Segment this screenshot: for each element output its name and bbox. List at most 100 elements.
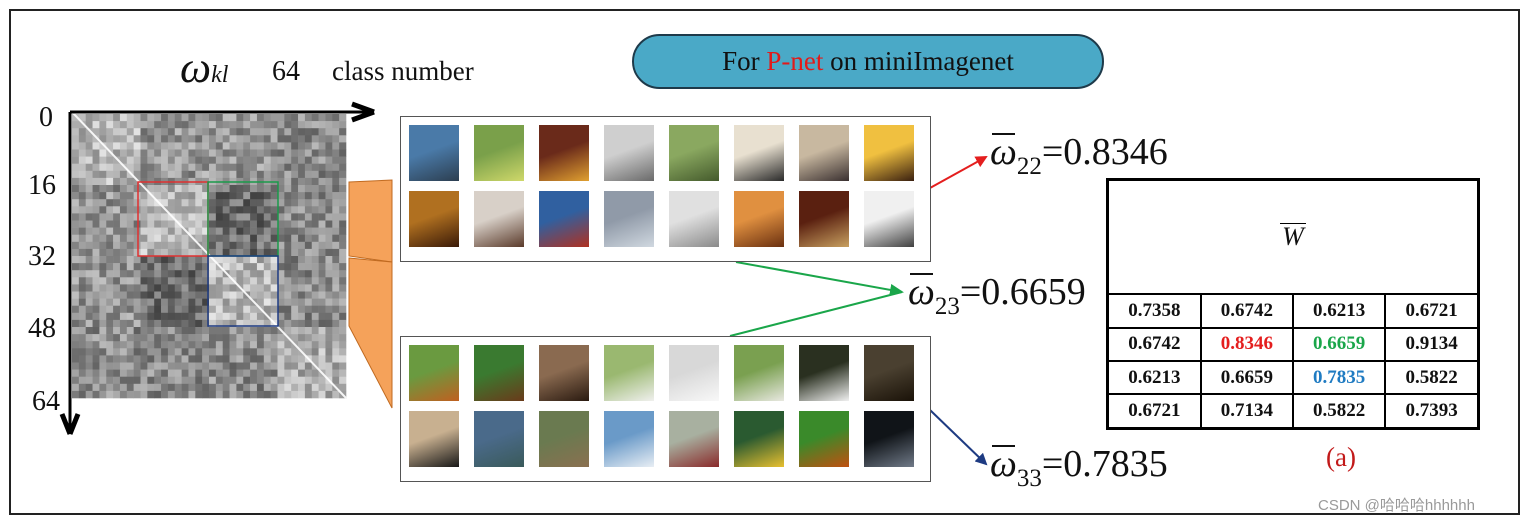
heatmap-cell xyxy=(195,170,203,179)
table-cell-1-1: 0.8346 xyxy=(1199,326,1294,363)
heatmap-cell xyxy=(325,199,333,207)
heatmap-cell xyxy=(229,227,237,235)
heatmap-cell xyxy=(119,142,128,150)
heatmap-cell xyxy=(92,312,100,321)
heatmap-cell xyxy=(229,248,237,257)
heatmap-cell xyxy=(106,284,114,292)
heatmap-cell xyxy=(106,199,114,207)
heatmap-cell xyxy=(250,206,258,214)
value-23: =0.6659 xyxy=(959,271,1086,313)
heatmap-cell xyxy=(284,156,292,164)
heatmap-cell xyxy=(195,277,203,285)
heatmap-cell xyxy=(325,234,333,243)
heatmap-cell xyxy=(243,185,251,193)
heatmap-cell xyxy=(113,298,121,306)
heatmap-cell xyxy=(92,149,100,157)
heatmap-cell xyxy=(140,298,148,306)
heatmap-cell xyxy=(78,199,86,207)
heatmap-cell xyxy=(113,241,121,250)
heatmap-cell xyxy=(161,114,169,122)
heatmap-cell xyxy=(113,390,121,399)
heatmap-cell xyxy=(277,383,285,392)
heatmap-cell xyxy=(154,362,162,370)
heatmap-cell xyxy=(106,319,114,328)
heatmap-cell xyxy=(126,234,134,243)
heatmap-cell xyxy=(167,298,176,306)
heatmap-cell xyxy=(85,213,93,221)
table-cell-0-2: 0.6213 xyxy=(1291,293,1387,329)
heatmap-cell xyxy=(154,185,162,193)
heatmap-cell xyxy=(140,114,148,122)
heatmap-cell xyxy=(119,206,128,214)
thumbnail-dog-8 xyxy=(864,345,914,401)
heatmap-cell xyxy=(92,334,100,342)
heatmap-cell xyxy=(195,121,203,129)
heatmap-cell xyxy=(119,149,128,157)
heatmap-cell xyxy=(181,369,189,377)
heatmap-cell xyxy=(284,277,292,285)
heatmap-cell xyxy=(229,234,237,243)
heatmap-cell xyxy=(119,128,128,136)
index-23: 23 xyxy=(934,293,960,320)
heatmap-cell xyxy=(181,390,189,399)
heatmap-cell xyxy=(263,220,271,228)
heatmap-cell xyxy=(209,128,217,136)
heatmap-cell xyxy=(85,277,93,285)
heatmap-cell xyxy=(236,334,244,342)
heatmap-cell xyxy=(92,170,100,179)
heatmap-cell xyxy=(140,192,148,200)
heatmap-cell xyxy=(236,348,244,356)
heatmap-cell xyxy=(92,241,100,250)
heatmap-cell xyxy=(202,192,210,200)
heatmap-cell xyxy=(209,199,217,207)
heatmap-cell xyxy=(311,284,319,292)
heatmap-cell xyxy=(78,135,86,143)
heatmap-cell xyxy=(113,121,121,129)
heatmap-cell xyxy=(140,355,148,363)
heatmap-cell xyxy=(250,199,258,207)
heatmap-cell xyxy=(270,376,278,385)
heatmap-cell xyxy=(263,369,271,377)
heatmap-cell xyxy=(250,263,258,271)
heatmap-cell xyxy=(202,284,210,292)
heatmap-cell xyxy=(161,156,169,164)
heatmap-cell xyxy=(263,291,271,299)
heatmap-cell xyxy=(140,341,148,349)
heatmap-cell xyxy=(318,334,326,342)
heatmap-cell xyxy=(243,256,251,264)
heatmap-cell xyxy=(174,206,182,214)
heatmap-cell xyxy=(181,241,189,250)
heatmap-cell xyxy=(304,291,313,299)
heatmap-cell xyxy=(195,149,203,157)
heatmap-cell xyxy=(202,206,210,214)
heatmap-cell xyxy=(298,199,306,207)
heatmap-cell xyxy=(147,220,155,228)
heatmap-cell xyxy=(339,334,347,342)
heatmap-cell xyxy=(119,220,128,228)
heatmap-cell xyxy=(250,341,258,349)
heatmap-cell xyxy=(181,206,189,214)
heatmap-cell xyxy=(99,291,107,299)
heatmap-cell xyxy=(318,149,326,157)
heatmap-cell xyxy=(277,128,285,136)
heatmap-cell xyxy=(78,114,86,122)
heatmap-cell xyxy=(161,284,169,292)
heatmap-cell xyxy=(113,220,121,228)
heatmap-cell xyxy=(154,206,162,214)
heatmap-cell xyxy=(202,291,210,299)
heatmap-cell xyxy=(154,376,162,385)
heatmap-cell xyxy=(298,248,306,257)
heatmap-cell xyxy=(325,362,333,370)
heatmap-cell xyxy=(291,256,299,264)
heatmap-cell xyxy=(277,341,285,349)
heatmap-cell xyxy=(209,291,217,299)
heatmap-cell xyxy=(263,206,271,214)
heatmap-cell xyxy=(85,376,93,385)
heatmap-cell xyxy=(167,319,176,328)
heatmap-cell xyxy=(167,362,176,370)
heatmap-cell xyxy=(209,263,217,271)
heatmap-cell xyxy=(256,341,265,349)
heatmap-cell xyxy=(119,284,128,292)
